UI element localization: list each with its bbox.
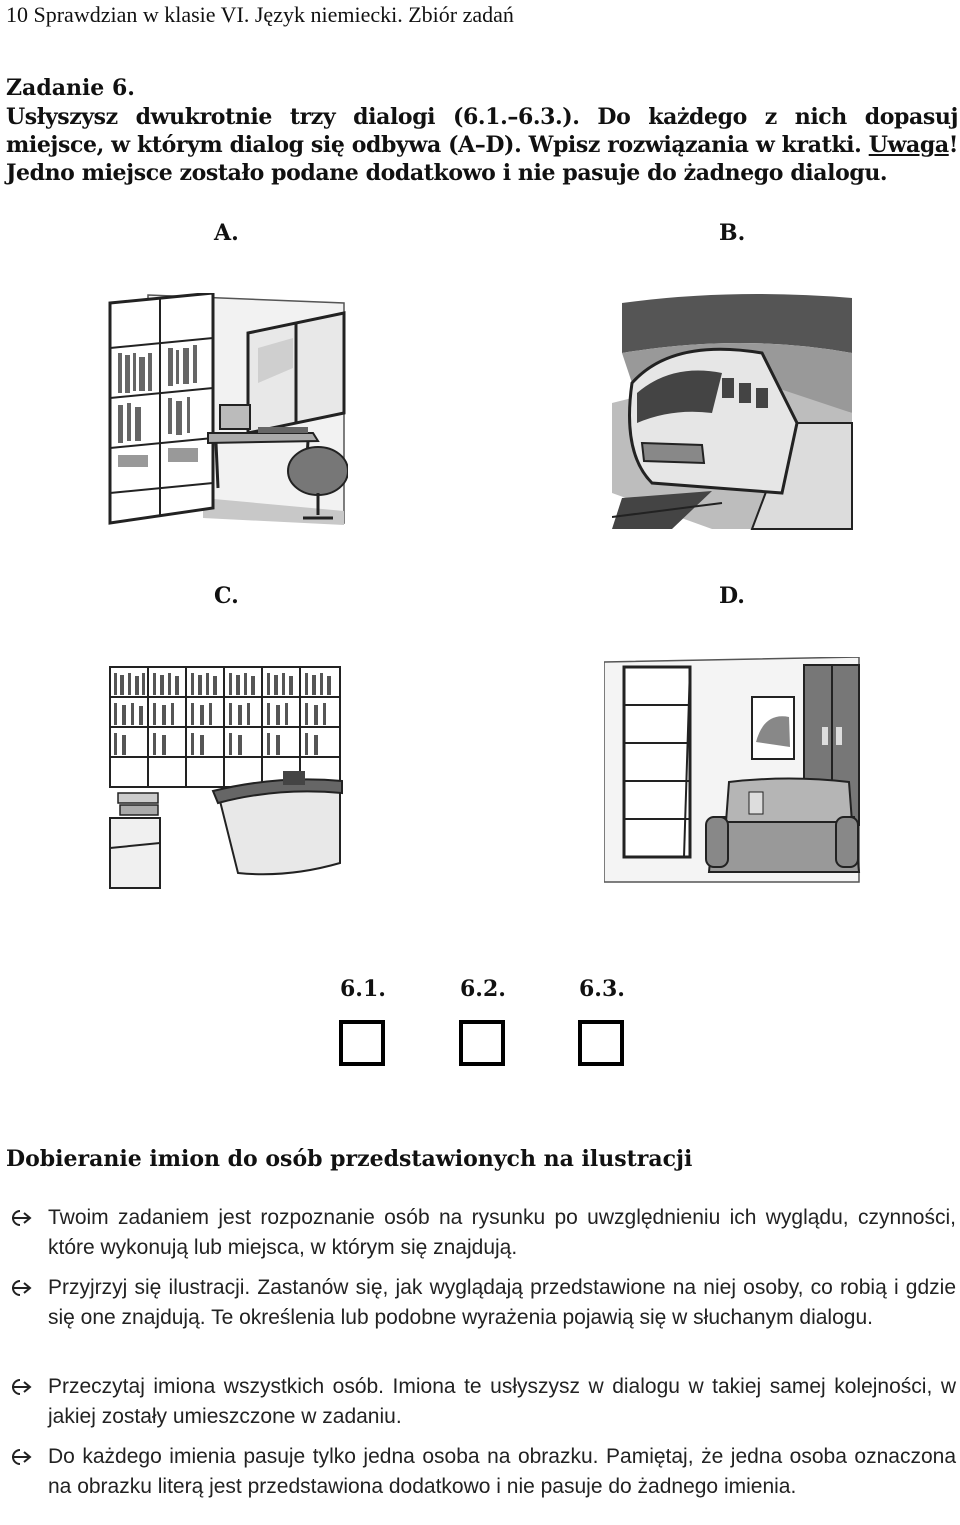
picture-letter-d: D. xyxy=(719,583,745,609)
picture-letter-a: A. xyxy=(214,220,239,246)
tip-item: Twoim zadaniem jest rozpoznanie osób na … xyxy=(6,1203,956,1263)
instruction-text-1: Usłyszysz dwukrotnie trzy dialogi (6.1.–… xyxy=(6,104,958,158)
arrow-bullet-icon xyxy=(12,1210,32,1226)
arrow-bullet-icon xyxy=(12,1379,32,1395)
picture-letter-b: B. xyxy=(719,220,746,246)
tip-item: Przyjrzyj się ilustracji. Zastanów się, … xyxy=(6,1273,956,1333)
tip-text: Przyjrzyj się ilustracji. Zastanów się, … xyxy=(48,1276,956,1329)
answer-label-6-1: 6.1. xyxy=(340,976,386,1002)
running-head: 10 Sprawdzian w klasie VI. Język niemiec… xyxy=(6,2,514,27)
answer-label-6-2: 6.2. xyxy=(460,976,506,1002)
uwaga-label: Uwaga xyxy=(868,132,949,158)
answer-label-6-3: 6.3. xyxy=(579,976,625,1002)
living-room-icon xyxy=(604,657,862,893)
answer-box-6-2[interactable] xyxy=(459,1020,505,1066)
arrow-bullet-icon xyxy=(12,1280,32,1296)
answer-box-6-3[interactable] xyxy=(578,1020,624,1066)
tip-item: Przeczytaj imiona wszystkich osób. Imion… xyxy=(6,1372,956,1432)
task-title: Zadanie 6. xyxy=(6,75,135,101)
tip-item: Do każdego imienia pasuje tylko jedna os… xyxy=(6,1442,956,1502)
tip-text: Do każdego imienia pasuje tylko jedna os… xyxy=(48,1445,956,1498)
train-station-icon xyxy=(612,293,856,530)
picture-letter-c: C. xyxy=(214,583,239,609)
instruction-text-2: ! Jedno miejsce zostało podane dodatkowo… xyxy=(6,132,958,186)
tip-text: Przeczytaj imiona wszystkich osób. Imion… xyxy=(48,1375,956,1428)
library-icon xyxy=(108,663,344,893)
section-title: Dobieranie imion do osób przedstawionych… xyxy=(6,1146,693,1172)
task-instruction: Usłyszysz dwukrotnie trzy dialogi (6.1.–… xyxy=(6,103,958,187)
study-room-icon xyxy=(108,293,348,528)
arrow-bullet-icon xyxy=(12,1449,32,1465)
tip-text: Twoim zadaniem jest rozpoznanie osób na … xyxy=(48,1206,956,1259)
answer-box-6-1[interactable] xyxy=(339,1020,385,1066)
